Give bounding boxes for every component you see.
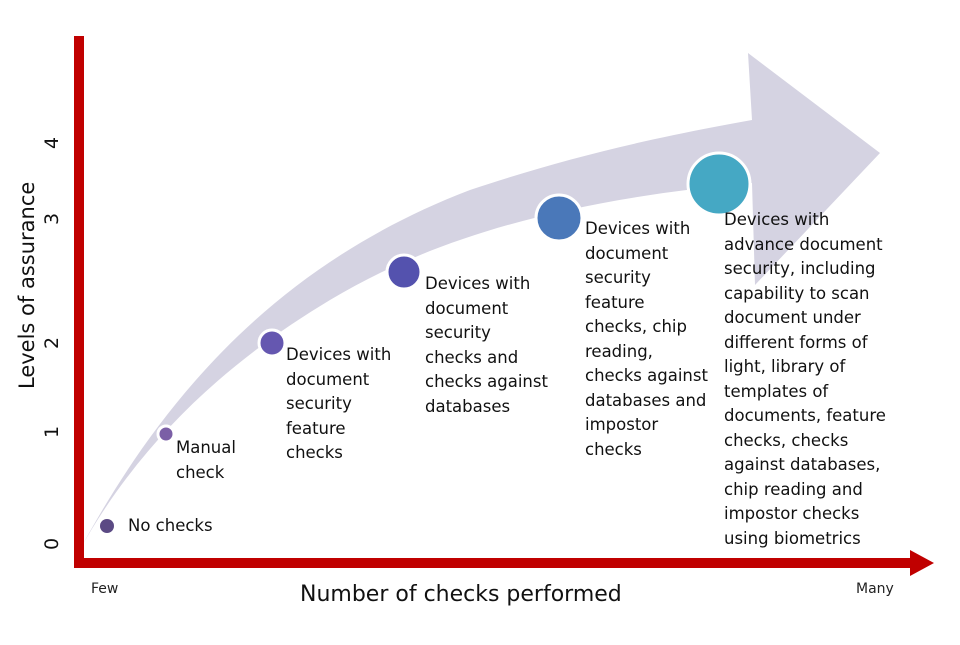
progress-arrow-band: [78, 53, 880, 553]
y-axis-title: Levels of assurance: [15, 181, 39, 389]
x-axis-end-label: Many: [856, 581, 894, 597]
y-tick-1: 1: [41, 425, 63, 439]
x-axis-start-label: Few: [91, 581, 119, 597]
stage-label-chip-reading: Devices with document security feature c…: [585, 219, 708, 459]
stage-label-manual-check: Manual check: [176, 438, 236, 482]
y-axis-line: [74, 36, 84, 568]
y-tick-3: 3: [41, 212, 63, 226]
x-axis-arrowhead: [910, 550, 934, 576]
y-tick-2: 2: [41, 336, 63, 350]
stage-label-database-checks: Devices with document security checks an…: [425, 274, 548, 416]
stage-label-no-checks: No checks: [128, 516, 213, 535]
y-tick-4: 4: [41, 136, 63, 150]
stage-dot-manual-check: [156, 424, 176, 444]
stage-dot-database-checks: [385, 253, 423, 291]
stage-label-biometrics: Devices with advance document security, …: [724, 210, 886, 548]
x-axis-title: Number of checks performed: [300, 582, 622, 607]
y-tick-0: 0: [41, 537, 63, 551]
stage-dot-no-checks: [100, 519, 114, 533]
stage-dot-biometrics: [686, 151, 752, 217]
stage-label-feature-checks: Devices with document security feature c…: [286, 345, 392, 462]
stage-dot-chip-reading: [534, 193, 584, 243]
x-axis-line: [74, 558, 914, 568]
stage-dot-feature-checks: [257, 328, 287, 358]
